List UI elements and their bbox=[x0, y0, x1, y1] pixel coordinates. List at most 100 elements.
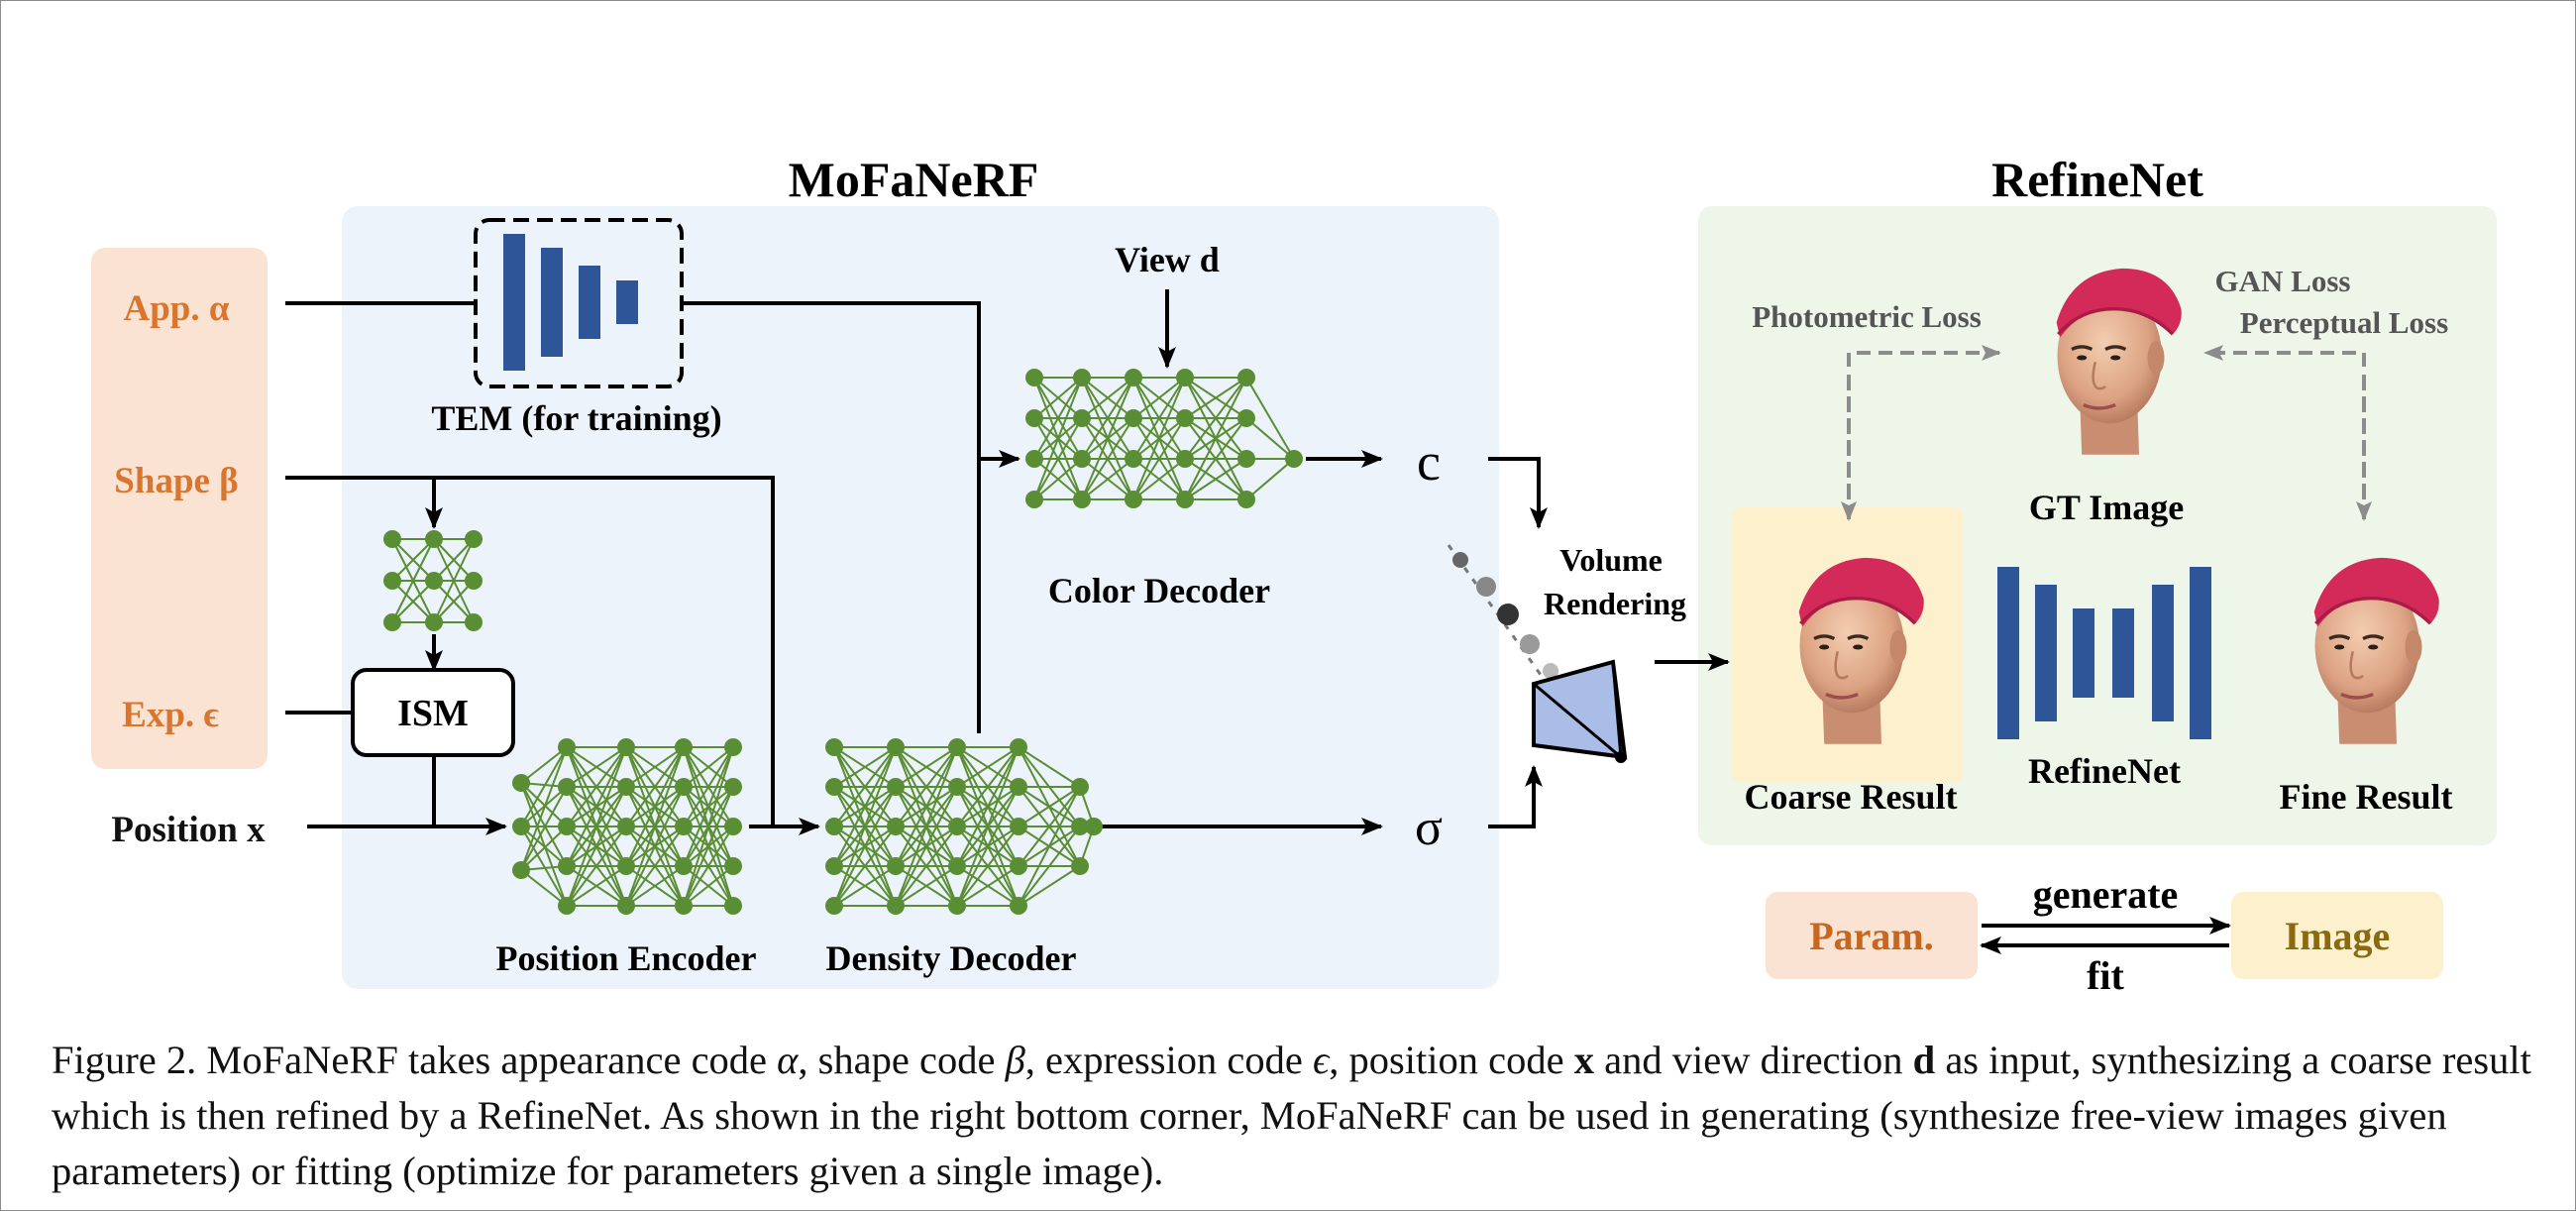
network-node bbox=[825, 857, 843, 875]
perceptual-loss-label: Perceptual Loss bbox=[2240, 305, 2448, 340]
param-label: Param. bbox=[1809, 914, 1934, 958]
network-node bbox=[724, 778, 742, 796]
network-edge bbox=[1245, 458, 1295, 500]
refinenet-unet-bars bbox=[1997, 567, 2211, 739]
network-edge bbox=[1184, 458, 1247, 500]
network-node bbox=[558, 778, 576, 796]
app-alpha-label: App. α bbox=[123, 288, 229, 329]
network-node bbox=[558, 897, 576, 915]
network-node bbox=[1071, 778, 1089, 796]
caption-beta: β bbox=[1005, 1038, 1025, 1082]
figure-caption: Figure 2. MoFaNeRF takes appearance code… bbox=[52, 1033, 2548, 1199]
network-edge bbox=[683, 786, 734, 907]
network-node bbox=[617, 897, 635, 915]
shape-beta-label: Shape β bbox=[114, 461, 238, 501]
network-edge bbox=[895, 746, 958, 788]
network-edge bbox=[956, 746, 1020, 788]
caption-text-4: , position code bbox=[1329, 1038, 1574, 1082]
network-edge bbox=[683, 865, 734, 907]
network-node bbox=[948, 738, 966, 756]
network-edge bbox=[1132, 377, 1186, 419]
network-node bbox=[1176, 491, 1194, 508]
network-edge bbox=[1033, 458, 1083, 500]
network-node bbox=[1125, 409, 1142, 427]
network-edge bbox=[566, 826, 627, 907]
network-node bbox=[1073, 369, 1091, 386]
camera-frustum-icon bbox=[1532, 659, 1628, 763]
network-edge bbox=[833, 746, 897, 827]
ism-box bbox=[351, 668, 515, 757]
network-edge bbox=[1245, 417, 1295, 460]
network-node bbox=[1073, 491, 1091, 508]
network-node bbox=[1025, 450, 1043, 468]
volume-rendering-label-line1: Volume bbox=[1559, 542, 1663, 578]
network-edge bbox=[895, 826, 958, 907]
network-edge bbox=[1132, 417, 1186, 500]
network-edge bbox=[520, 826, 568, 871]
network-edge bbox=[520, 869, 568, 907]
network-edge bbox=[895, 746, 958, 867]
view-d-label: View d bbox=[1115, 240, 1220, 279]
network-edge bbox=[833, 786, 897, 907]
network-node bbox=[1025, 369, 1043, 386]
caption-text-1: Figure 2. MoFaNeRF takes appearance code bbox=[52, 1038, 778, 1082]
caption-text-6: as input, synthesizing a coarse result w… bbox=[52, 1038, 2531, 1193]
density-decoder-label: Density Decoder bbox=[826, 938, 1077, 978]
network-edge bbox=[1184, 417, 1247, 500]
network-edge bbox=[520, 826, 568, 867]
network-edge bbox=[520, 782, 568, 907]
network-edge bbox=[1081, 458, 1134, 500]
network-node bbox=[887, 738, 905, 756]
network-node bbox=[1125, 369, 1142, 386]
network-node bbox=[1176, 450, 1194, 468]
network-edge bbox=[520, 826, 568, 907]
network-edge bbox=[683, 746, 734, 867]
network-node bbox=[1025, 409, 1043, 427]
network-edge bbox=[1081, 417, 1134, 500]
input-codes-panel bbox=[91, 248, 268, 769]
network-edge bbox=[520, 786, 568, 871]
network-edge bbox=[683, 826, 734, 907]
network-node bbox=[1176, 369, 1194, 386]
network-edge bbox=[683, 746, 734, 827]
image-label: Image bbox=[2285, 914, 2391, 958]
network-edge bbox=[625, 746, 685, 827]
network-edge bbox=[1033, 377, 1083, 500]
caption-text-2: , shape code bbox=[798, 1038, 1006, 1082]
network-node bbox=[1125, 450, 1142, 468]
network-node bbox=[512, 774, 530, 792]
photometric-loss-label: Photometric Loss bbox=[1752, 299, 1982, 334]
network-node bbox=[724, 738, 742, 756]
network-edge bbox=[520, 746, 568, 827]
mofanerf-title: MoFaNeRF bbox=[789, 152, 1039, 207]
network-edge bbox=[1081, 377, 1134, 419]
network-node bbox=[887, 778, 905, 796]
refinenet-module-label: RefineNet bbox=[2028, 751, 2181, 791]
network-edge bbox=[1033, 417, 1083, 500]
fine-result-label: Fine Result bbox=[2280, 777, 2453, 817]
network-node bbox=[887, 857, 905, 875]
caption-d: d bbox=[1912, 1038, 1936, 1082]
network-node bbox=[825, 778, 843, 796]
network-node bbox=[558, 818, 576, 835]
tem-label: TEM (for training) bbox=[431, 398, 721, 438]
network-edge bbox=[625, 826, 685, 907]
network-edge bbox=[1081, 377, 1134, 460]
network-edge bbox=[1018, 746, 1081, 788]
network-edge bbox=[566, 746, 627, 907]
network-edge bbox=[833, 746, 897, 788]
network-edge bbox=[566, 786, 627, 907]
network-node bbox=[825, 897, 843, 915]
network-edge bbox=[1018, 826, 1081, 907]
network-edge bbox=[1018, 786, 1081, 827]
network-edge bbox=[895, 786, 958, 907]
network-edge bbox=[1184, 377, 1247, 500]
network-node bbox=[675, 738, 693, 756]
network-node bbox=[1237, 450, 1255, 468]
network-edge bbox=[1184, 377, 1247, 419]
position-encoder-label: Position Encoder bbox=[495, 938, 756, 978]
caption-x: x bbox=[1573, 1038, 1594, 1082]
network-edge bbox=[1033, 377, 1083, 419]
network-edge bbox=[956, 786, 1020, 907]
network-node bbox=[617, 857, 635, 875]
